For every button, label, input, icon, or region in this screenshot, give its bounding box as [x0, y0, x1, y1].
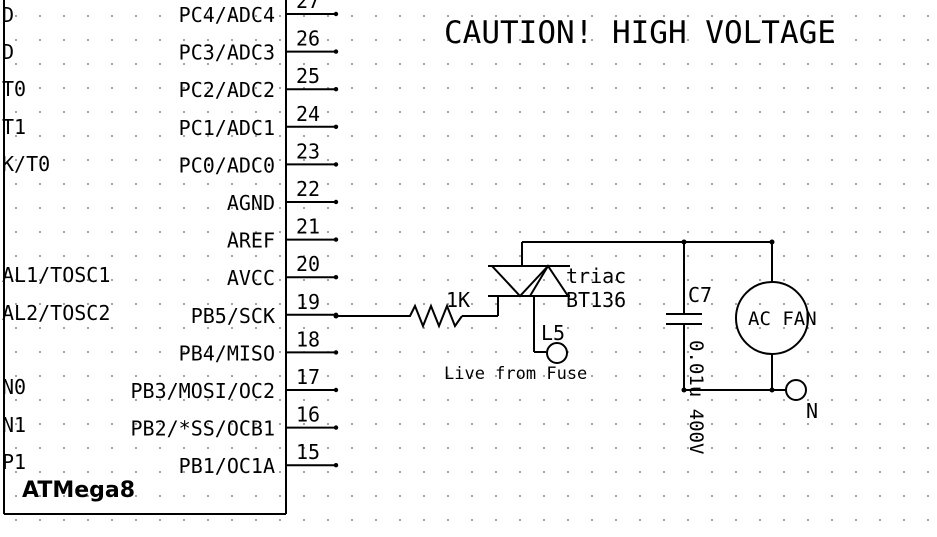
ac-fan-label: AC FAN — [748, 308, 817, 330]
pin-end-dot — [333, 350, 339, 355]
l5-connector — [546, 342, 568, 364]
pin-end-dot — [333, 87, 339, 92]
pin-label: PC3/ADC3 — [179, 41, 275, 65]
pin-label: PB5/SCK — [191, 304, 275, 328]
left-pin-label: D — [2, 3, 14, 27]
pin-label: PC2/ADC2 — [179, 78, 275, 102]
pin-number: 26 — [296, 27, 320, 51]
pin-end-dot — [333, 49, 339, 54]
pin-label: PC0/ADC0 — [179, 153, 275, 177]
pin-number: 17 — [296, 365, 320, 389]
left-pin-label: T0 — [2, 77, 26, 101]
left-pin-label: AL2/TOSC2 — [2, 301, 110, 325]
neutral-connector — [785, 379, 807, 401]
pin-label: PB1/OC1A — [179, 454, 275, 478]
pin-end-dot — [333, 312, 339, 317]
capacitor-label: C7 — [688, 283, 712, 307]
pin-label: AGND — [227, 191, 275, 215]
capacitor-value: 0.01u 400V — [685, 340, 707, 454]
left-pin-label: K/T0 — [2, 152, 50, 176]
pin-number: 16 — [296, 403, 320, 427]
pin-number: 19 — [296, 290, 320, 314]
pin-number: 20 — [296, 252, 320, 276]
pin-label: AVCC — [227, 266, 275, 290]
l5-label: L5 — [541, 321, 565, 345]
pin-end-dot — [333, 463, 339, 468]
caution-title: CAUTION! HIGH VOLTAGE — [444, 15, 836, 51]
left-pin-label: T1 — [2, 115, 26, 139]
pin-end-dot — [333, 275, 339, 280]
left-pin-label: N1 — [2, 413, 26, 437]
pin-number: 23 — [296, 139, 320, 163]
pin-end-dot — [333, 11, 339, 17]
triac-part-label: BT136 — [566, 288, 626, 312]
triac-lower-triangle — [528, 264, 570, 297]
ac-fan-circle — [735, 281, 809, 355]
junction-dot — [681, 239, 687, 245]
pin-number: 25 — [296, 64, 320, 88]
pin-label: PB2/*SS/OCB1 — [131, 417, 276, 441]
junction-dot — [769, 387, 775, 393]
pin-number: 24 — [296, 102, 320, 126]
junction-dot — [769, 239, 775, 245]
left-pin-label: P1 — [2, 450, 26, 474]
l5-note: Live from Fuse — [444, 364, 587, 384]
pin-end-dot — [333, 124, 339, 129]
pin-number: 18 — [296, 327, 320, 351]
pin-end-dot — [333, 387, 339, 393]
pin-number: 21 — [296, 215, 320, 239]
pin-end-dot — [333, 425, 339, 430]
triac-type-label: triac — [566, 264, 626, 288]
neutral-label: N — [806, 399, 818, 423]
resistor-1k — [398, 303, 463, 329]
pin-label: PC4/ADC4 — [179, 3, 275, 27]
junction-dot — [681, 387, 687, 393]
chip-name: ATMega8 — [22, 478, 135, 503]
pin-number: 15 — [296, 440, 320, 464]
pin-label: PB3/MOSI/OC2 — [131, 379, 276, 403]
pin-label: PB4/MISO — [179, 341, 275, 365]
left-pin-label: AL1/TOSC1 — [2, 263, 110, 287]
resistor-label: 1K — [446, 288, 470, 312]
pin-label: AREF — [227, 229, 275, 253]
left-pin-label: N0 — [2, 375, 26, 399]
pin-number: 27 — [296, 0, 320, 13]
pin-end-dot — [333, 199, 339, 205]
pin-label: PC1/ADC1 — [179, 116, 275, 140]
pin-end-dot — [333, 237, 339, 242]
pin-number: 22 — [296, 177, 320, 201]
pin-end-dot — [333, 162, 339, 167]
left-pin-label: D — [2, 40, 14, 64]
